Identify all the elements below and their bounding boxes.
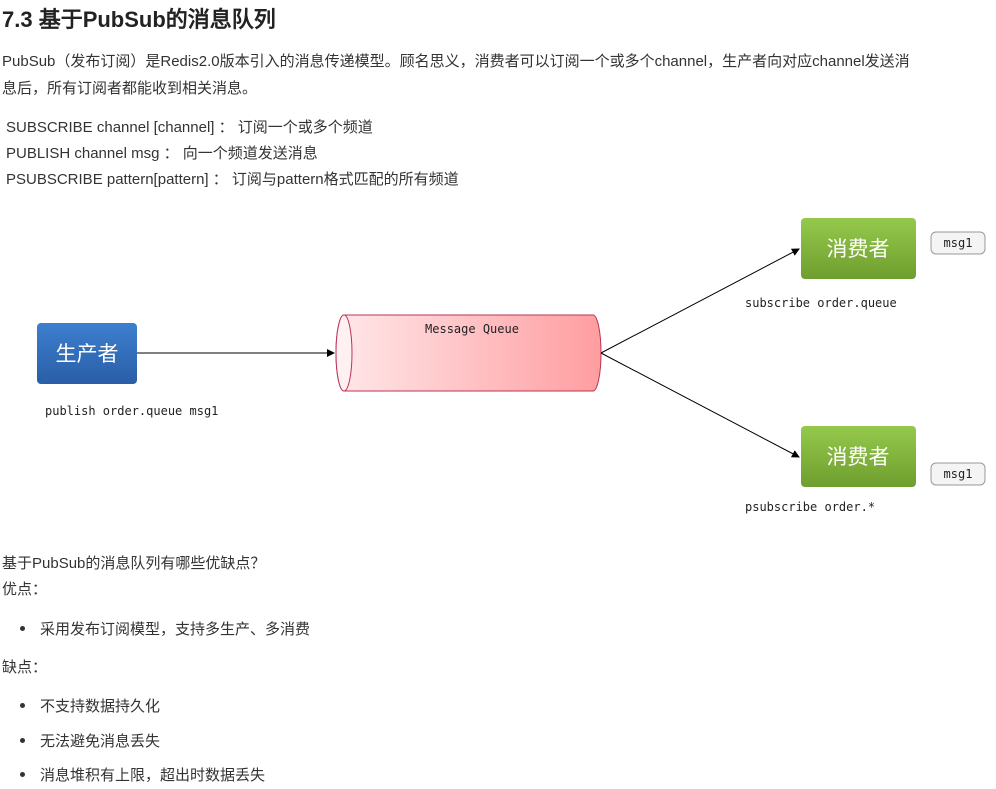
consumer1-label: 消费者 bbox=[827, 238, 890, 261]
consumer2-command: psubscribe order.* bbox=[745, 500, 875, 514]
cons-label: 缺点： bbox=[2, 659, 48, 676]
subscribe-arrow bbox=[600, 248, 800, 354]
queue-label: Message Queue bbox=[425, 322, 519, 336]
command-publish: PUBLISH channel msg ： 向一个频道发送消息 bbox=[6, 145, 318, 162]
producer-label: 生产者 bbox=[56, 343, 119, 366]
producer-command: publish order.queue msg1 bbox=[45, 404, 218, 418]
intro-line-2: 息后，所有订阅者都能收到相关消息。 bbox=[2, 80, 258, 97]
psubscribe-arrow bbox=[600, 352, 800, 458]
list-item: 消息堆积有上限，超出时数据丢失 bbox=[20, 764, 265, 785]
list-item: 采用发布订阅模型，支持多生产、多消费 bbox=[20, 618, 310, 639]
list-item: 无法避免消息丢失 bbox=[20, 730, 160, 751]
producer-box bbox=[37, 323, 137, 384]
list-item: 不支持数据持久化 bbox=[20, 695, 160, 716]
consumer1-command: subscribe order.queue bbox=[745, 296, 897, 310]
command-subscribe: SUBSCRIBE channel [channel] ： 订阅一个或多个频道 bbox=[6, 119, 373, 136]
page-title: 7.3 基于PubSub的消息队列 bbox=[2, 7, 276, 32]
pros-label: 优点： bbox=[2, 581, 48, 598]
consumer1-msg-badge bbox=[930, 231, 986, 255]
question: 基于PubSub的消息队列有哪些优缺点？ bbox=[2, 555, 266, 572]
consumer2-msg-badge bbox=[930, 462, 986, 486]
consumer1-msg: msg1 bbox=[944, 236, 973, 250]
intro-line-1: PubSub（发布订阅）是Redis2.0版本引入的消息传递模型。顾名思义，消费… bbox=[2, 53, 910, 70]
consumer2-label: 消费者 bbox=[827, 446, 890, 469]
consumer2-box bbox=[801, 426, 916, 487]
consumer2-msg: msg1 bbox=[944, 467, 973, 481]
consumer1-box bbox=[801, 218, 916, 279]
command-psubscribe: PSUBSCRIBE pattern[pattern] ： 订阅与pattern… bbox=[6, 171, 459, 188]
